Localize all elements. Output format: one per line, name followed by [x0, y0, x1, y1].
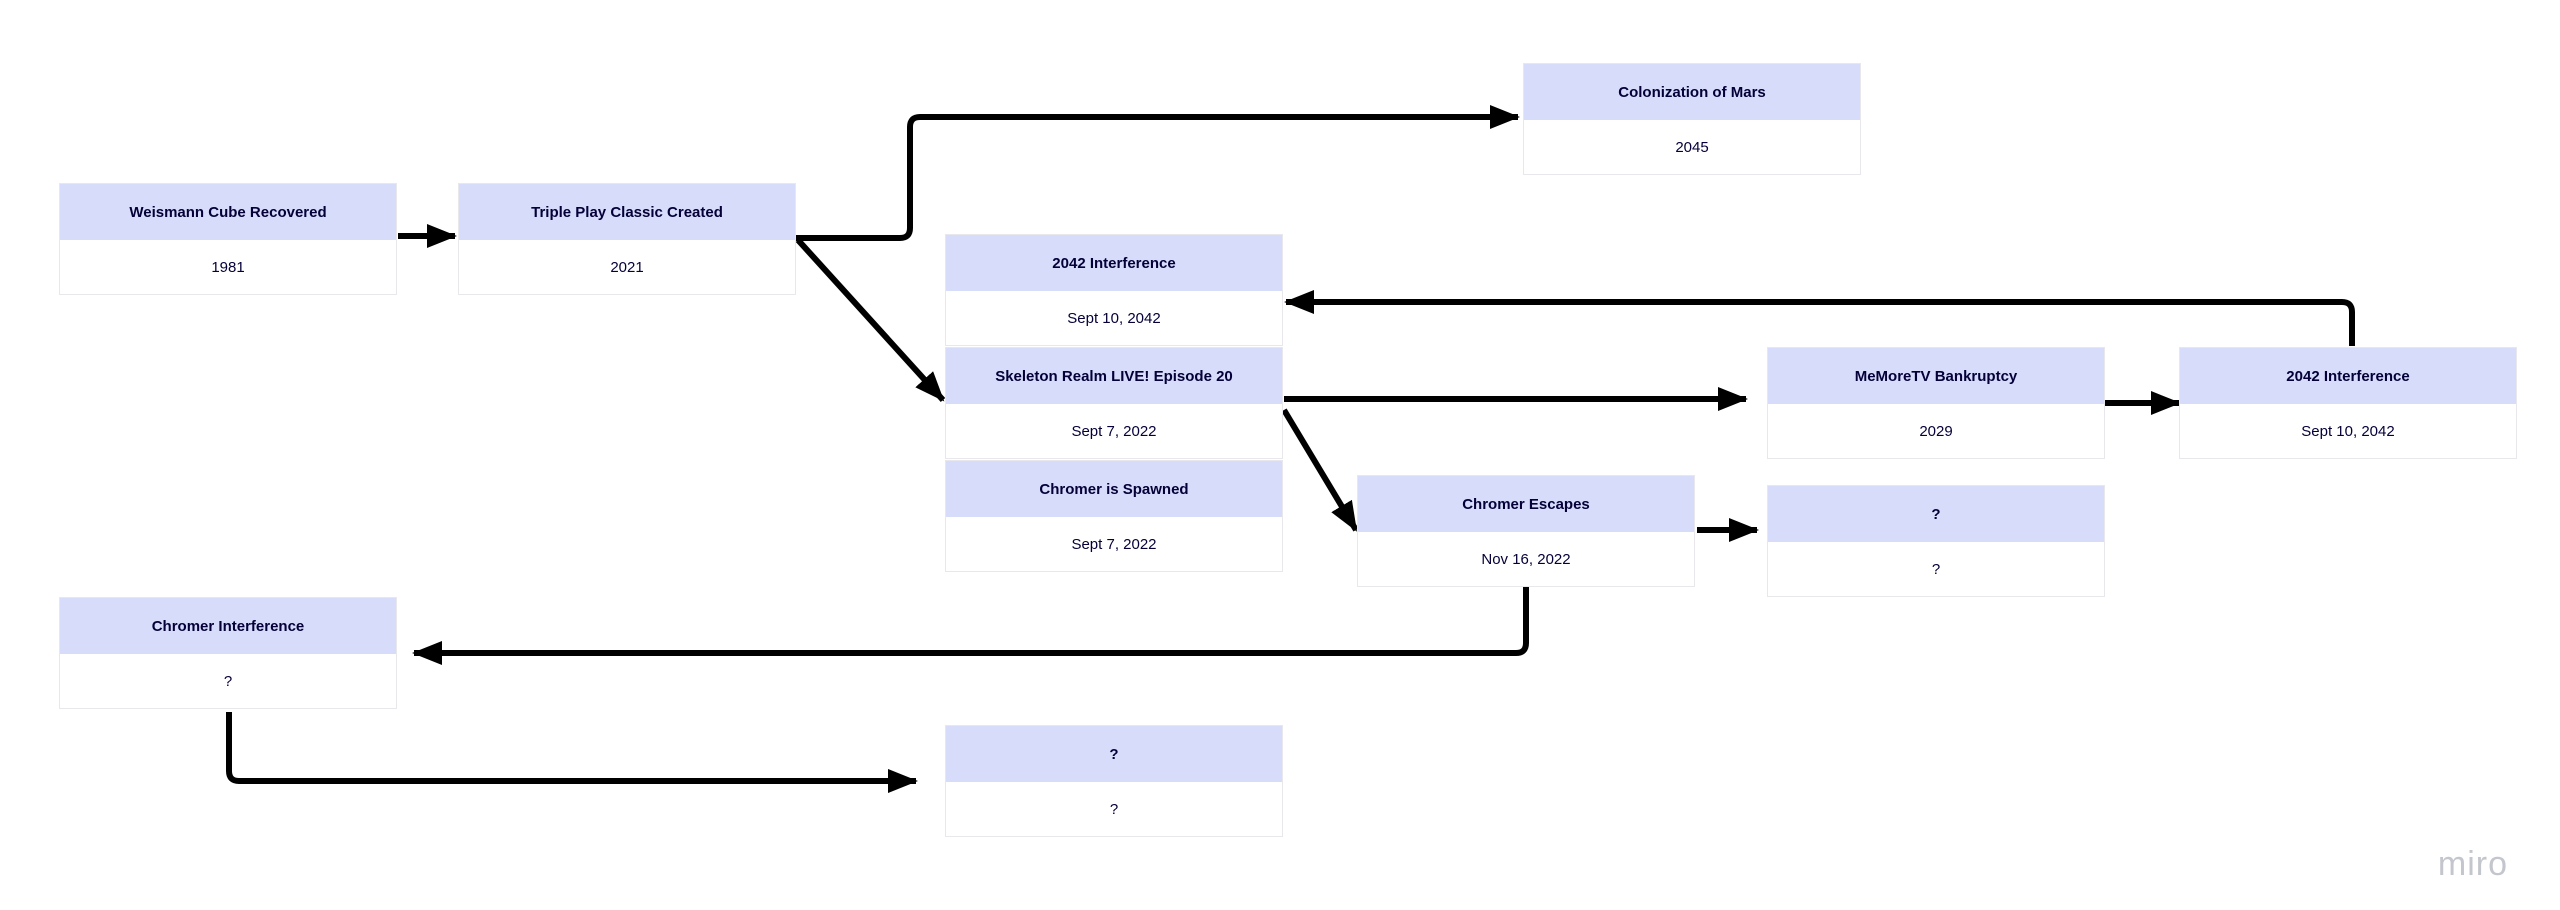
event-title: Chromer Escapes	[1358, 476, 1694, 532]
event-title: 2042 Interference	[946, 235, 1282, 291]
event-title: MeMoreTV Bankruptcy	[1768, 348, 2104, 404]
arrow-chromer-interference-to-unknown	[226, 712, 918, 793]
event-card-mars[interactable]: Colonization of Mars 2045	[1523, 63, 1861, 175]
event-card-weismann-cube[interactable]: Weismann Cube Recovered 1981	[59, 183, 397, 295]
event-card-unknown-1[interactable]: ? ?	[1767, 485, 2105, 597]
event-date: ?	[1109, 801, 1119, 818]
event-card-2042-interference-b[interactable]: 2042 Interference Sept 10, 2042	[2179, 347, 2517, 459]
event-card-unknown-2[interactable]: ? ?	[945, 725, 1283, 837]
event-title: Chromer Interference	[60, 598, 396, 654]
miro-logo: miro	[2437, 845, 2508, 883]
event-date: ?	[223, 673, 233, 690]
event-date: Sept 7, 2022	[1071, 423, 1157, 440]
event-card-skeleton-realm[interactable]: Skeleton Realm LIVE! Episode 20 Sept 7, …	[945, 347, 1283, 459]
arrow-chromer-escapes-to-chromer-interference	[412, 587, 1529, 665]
event-title: Triple Play Classic Created	[459, 184, 795, 240]
event-date: ?	[1931, 561, 1941, 578]
event-card-chromer-spawned[interactable]: Chromer is Spawned Sept 7, 2022	[945, 460, 1283, 572]
event-title: Colonization of Mars	[1524, 64, 1860, 120]
arrow-skeleton-realm-to-chromer-escapes	[1281, 408, 1359, 532]
event-date: 2029	[1919, 423, 1953, 440]
event-title: ?	[946, 726, 1282, 782]
event-date: Nov 16, 2022	[1481, 551, 1571, 568]
event-title: ?	[1768, 486, 2104, 542]
event-date: 2021	[610, 259, 644, 276]
arrow-triple-play-to-skeleton-realm	[795, 237, 946, 403]
event-date: Sept 7, 2022	[1071, 536, 1157, 553]
event-date: 1981	[211, 259, 245, 276]
arrow-triple-play-to-mars	[796, 105, 1520, 241]
event-card-chromer-interference[interactable]: Chromer Interference ?	[59, 597, 397, 709]
event-date: Sept 10, 2042	[2301, 423, 2395, 440]
event-card-memoretv[interactable]: MeMoreTV Bankruptcy 2029	[1767, 347, 2105, 459]
event-title: Chromer is Spawned	[946, 461, 1282, 517]
event-card-chromer-escapes[interactable]: Chromer Escapes Nov 16, 2022	[1357, 475, 1695, 587]
event-title: Skeleton Realm LIVE! Episode 20	[946, 348, 1282, 404]
event-title: 2042 Interference	[2180, 348, 2516, 404]
event-card-2042-interference-a[interactable]: 2042 Interference Sept 10, 2042	[945, 234, 1283, 346]
event-title: Weismann Cube Recovered	[60, 184, 396, 240]
arrow-2042-interference-loop-back	[1284, 290, 2355, 346]
event-date: Sept 10, 2042	[1067, 310, 1161, 327]
event-card-triple-play[interactable]: Triple Play Classic Created 2021	[458, 183, 796, 295]
event-date: 2045	[1675, 139, 1709, 156]
